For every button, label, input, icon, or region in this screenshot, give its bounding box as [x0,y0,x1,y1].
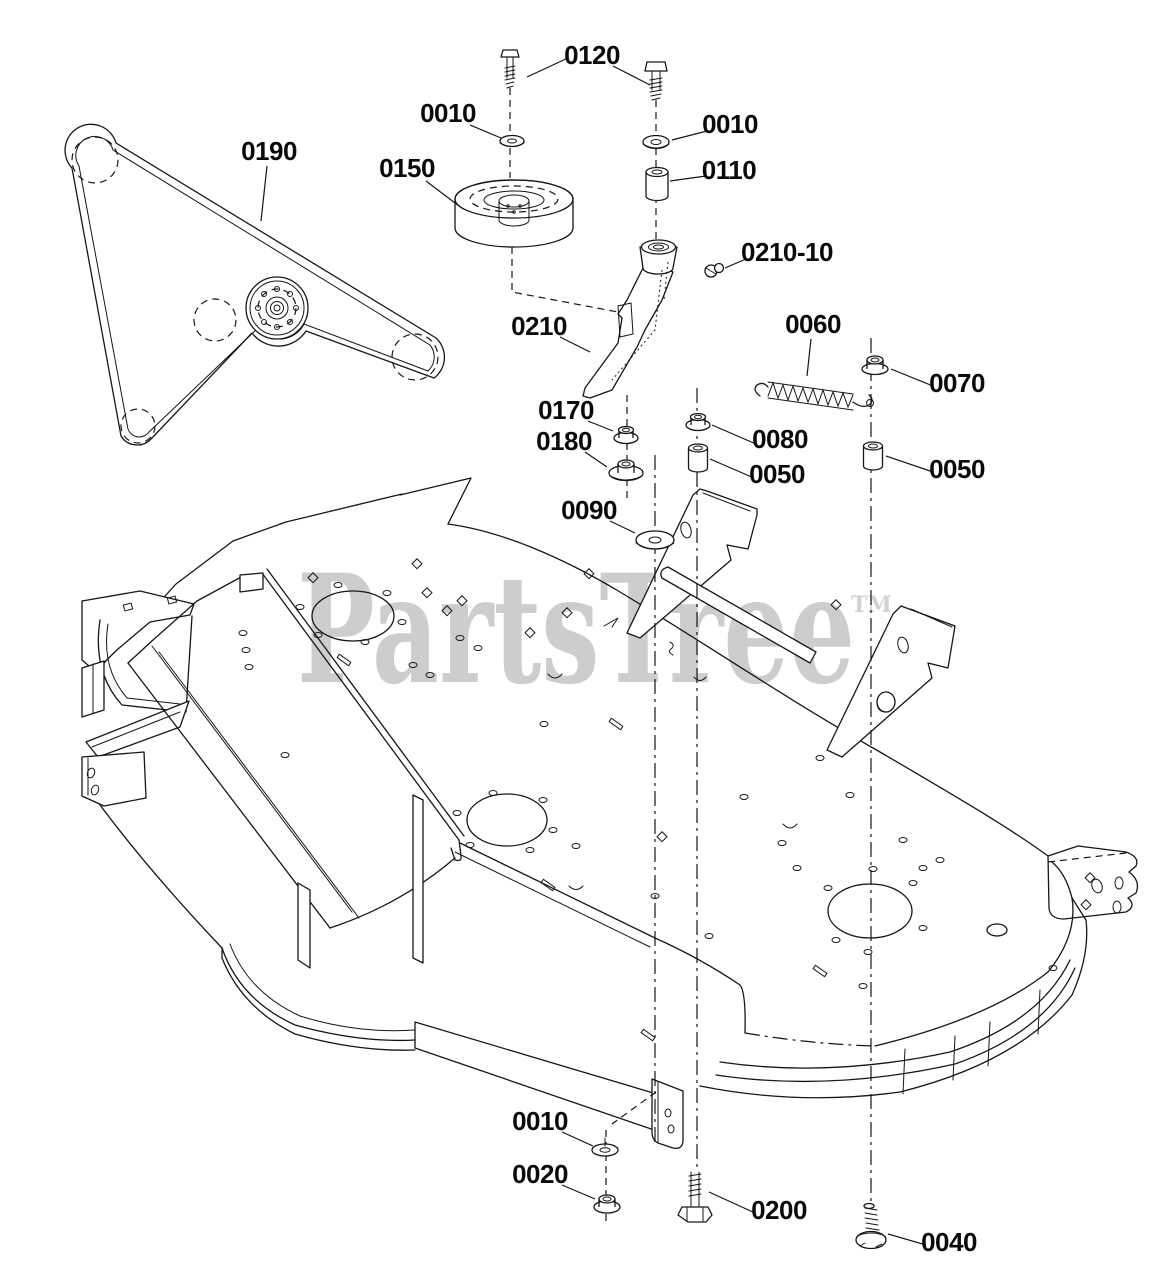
leader-line-0080 [711,424,757,445]
leader-line-0180 [584,451,608,468]
callout-0080-12[interactable]: 0080 [752,424,808,454]
spring-0060-drawing [754,381,874,411]
mower-deck-drawing [81,477,1139,1149]
callout-0070-9[interactable]: 0070 [929,368,985,398]
rear-bracket-right-plate [826,605,956,758]
nut-0170 [613,425,639,445]
spacer-0050-left [687,443,709,473]
bolt-0120-right [644,61,668,101]
idler-pulley-0150-drawing [454,179,574,248]
callout-0060-8[interactable]: 0060 [785,309,841,339]
spindle-hole-left [311,590,395,642]
bolt-0200 [677,1171,713,1223]
belt-0190-drawing [64,123,446,446]
callout-0020-17[interactable]: 0020 [512,1159,568,1189]
leader-line-0110 [669,175,707,182]
leader-line-0150 [425,180,460,207]
bolt-0120-left [500,49,520,89]
leader-line-0070 [890,368,934,387]
leader-line-0200 [708,1191,756,1214]
nut-0210-10 [704,262,725,278]
rear-fin-bracket [399,477,472,525]
callout-0110-3[interactable]: 0110 [702,155,757,185]
idler-arm-0210-drawing [582,239,678,399]
nut-0020 [593,1194,621,1214]
spindle-hole-center [466,793,548,847]
leader-line-0020 [561,1184,596,1200]
nut-0070 [861,355,889,376]
washer-0090 [635,530,675,550]
washer-0010-bottom [591,1137,619,1157]
callout-0050-13[interactable]: 0050 [749,459,805,489]
spacer-0110 [645,166,669,202]
part-callouts: 0120 0010 0010 0110 0150 0190 0210-10 0210 0060 0… [241,40,985,1257]
spindle-hole-right [827,883,913,939]
nut-0080 [685,412,711,432]
leader-line-0120 [526,57,569,78]
deck-hole-pattern [307,558,1058,1042]
discharge-baffle [221,947,416,1042]
leader-line-0040 [887,1233,927,1246]
callout-0040-19[interactable]: 0040 [921,1227,977,1257]
callout-0170-10[interactable]: 0170 [538,395,594,425]
support-rod [660,566,817,664]
callout-0010-1[interactable]: 0010 [420,98,476,128]
leader-line-0210-10 [724,258,747,269]
callout-0210-7[interactable]: 0210 [511,311,567,341]
leader-line-0120 [612,65,651,86]
rear-bracket-assembly [626,488,956,758]
callout-0190-5[interactable]: 0190 [241,136,297,166]
washer-0010-top-right [642,134,670,150]
leader-line-0050 [885,455,934,473]
nut-0180 [608,459,644,482]
callout-0090-15[interactable]: 0090 [561,495,617,525]
right-hanger-bracket [1047,845,1139,920]
leader-line-0190 [260,165,268,222]
leader-line-0010 [671,130,708,141]
callout-0180-11[interactable]: 0180 [536,426,592,456]
callout-0050-14[interactable]: 0050 [929,454,985,484]
screw-0040 [855,1202,887,1250]
callout-0150-4[interactable]: 0150 [379,153,435,183]
washer-0010-top-left [499,134,525,148]
leader-line-0170 [587,420,614,432]
callout-0210-10-6[interactable]: 0210-10 [741,237,833,267]
leader-line-0210 [559,336,591,353]
spacer-0050-right [862,441,884,471]
fasteners [499,49,889,1250]
callout-0010-2[interactable]: 0010 [702,109,758,139]
leader-line-0050 [709,458,755,479]
front-mount-bracket [651,1078,684,1149]
callout-0200-18[interactable]: 0200 [751,1195,807,1225]
engine-pulley [245,276,309,340]
belt-channel [261,572,460,841]
callout-0120-0[interactable]: 0120 [564,40,620,70]
callout-0010-16[interactable]: 0010 [512,1106,568,1136]
leader-line-0010 [469,124,502,139]
leader-line-0090 [609,520,636,534]
leader-line-0060 [806,338,812,377]
leader-line-0010 [561,1131,594,1147]
